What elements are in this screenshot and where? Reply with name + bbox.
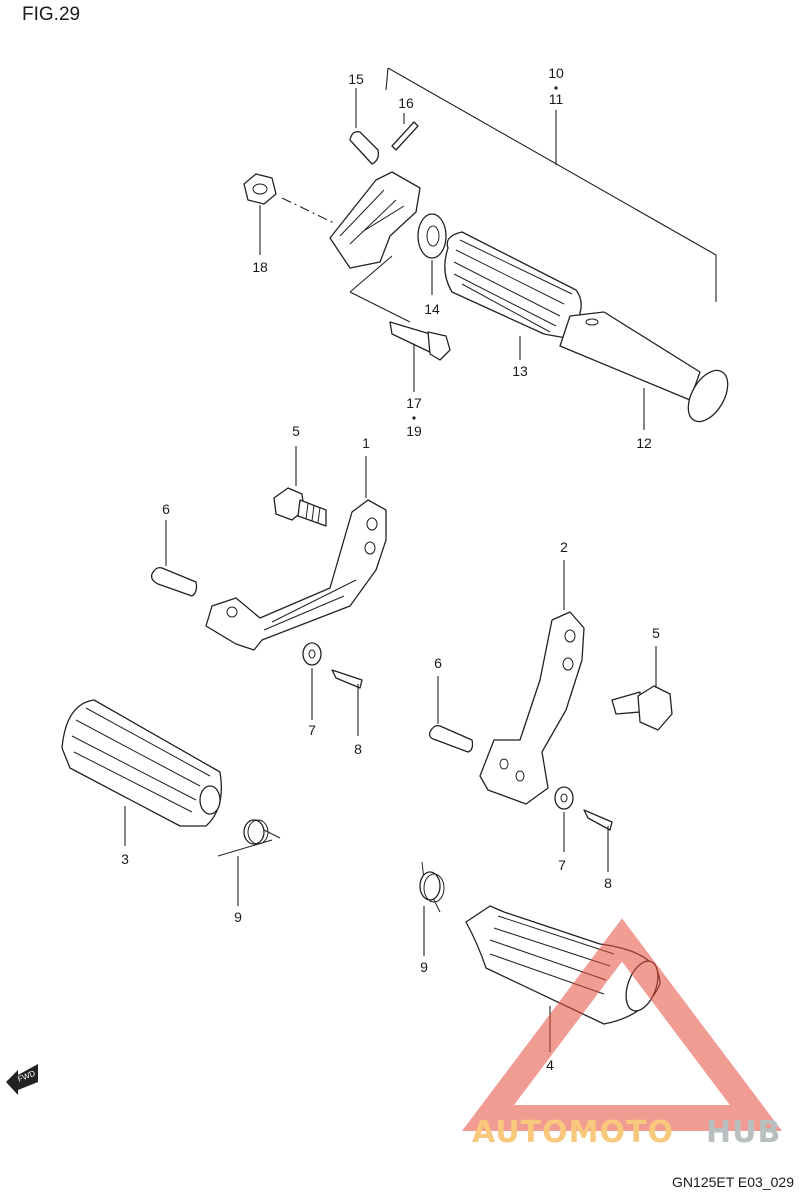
fwd-arrow-icon: FWD [6,1064,38,1095]
part-15-pin [349,88,380,165]
callout-10: 10 [548,65,564,81]
part-14-washer [417,213,447,295]
callout-3: 3 [121,851,129,867]
part-13-rubber [444,231,582,360]
callout-5-left: 5 [292,423,300,439]
part-1-bracket-left [205,456,387,651]
part-7-washer-left [302,642,322,720]
callout-19: 19 [406,423,422,439]
callout-dot-10-11 [554,86,558,90]
part-18-nut [243,173,337,255]
part-16-cotter-pin [391,113,419,151]
watermark-text-part2: HUB [706,1115,781,1150]
part-3-footpeg-left [61,699,223,846]
callout-8-left: 8 [354,741,362,757]
callout-12: 12 [636,435,652,451]
callout-2: 2 [560,539,568,555]
part-12-peg-rod [559,311,729,430]
callout-6-right: 6 [434,655,442,671]
callout-13: 13 [512,363,528,379]
group-bracket-line [385,67,717,302]
callout-17: 17 [406,395,422,411]
callout-15: 15 [348,71,364,87]
callout-16: 16 [398,95,414,111]
watermark-text-part1: AUTOMOTO [472,1115,674,1150]
part-17-bolt [389,321,451,392]
callout-1: 1 [362,435,370,451]
drawing-code: GN125ET E03_029 [672,1174,794,1190]
part-6-pin-left [150,520,198,597]
part-8-cotter-right [583,809,613,872]
callout-9-right: 9 [420,959,428,975]
callout-18: 18 [252,259,268,275]
callout-5-right: 5 [652,625,660,641]
callout-14: 14 [424,301,440,317]
callout-11: 11 [549,91,564,107]
callout-9-left: 9 [234,909,242,925]
callout-4: 4 [546,1057,554,1073]
part-9-spring-right [419,861,445,956]
callout-7-right: 7 [558,857,566,873]
watermark-triangle-icon [461,918,783,1131]
part-bracket-body [329,171,421,323]
part-9-spring-left [217,819,281,906]
part-5-bolt-right [611,646,673,731]
watermark-logo: AUTOMOTO HUB [461,918,783,1150]
part-5-bolt-left [273,446,327,527]
callout-dot-17-19 [412,416,416,420]
callout-8-right: 8 [604,875,612,891]
part-8-cotter-left [331,669,363,736]
part-2-bracket-right [479,560,585,805]
figure-title: FIG.29 [22,4,81,25]
part-6-pin-right [428,676,474,753]
callout-7-left: 7 [308,722,316,738]
part-7-washer-right [554,786,574,852]
callout-6-left: 6 [162,501,170,517]
